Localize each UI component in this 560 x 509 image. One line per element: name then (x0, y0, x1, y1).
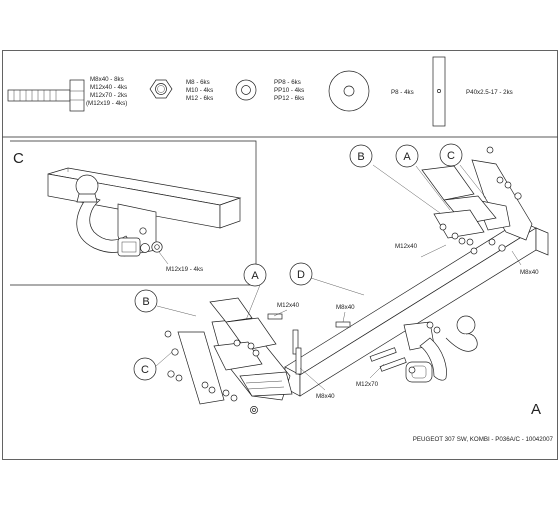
bolt-spec-2: M12x40 - 4ks (90, 84, 127, 91)
svg-text:C: C (141, 364, 149, 376)
detail-letter: C (13, 150, 24, 167)
detail-bolt-label: M12x19 - 4ks (166, 266, 203, 273)
plate-spec: P40x2.5-17 - 2ks (466, 89, 513, 96)
svg-text:D: D (297, 269, 305, 281)
callout-c-left: C (133, 357, 157, 381)
drawing-frame (2, 50, 558, 460)
plate-icon (432, 56, 446, 127)
bolt-spec-3: M12x70 - 2ks (90, 92, 127, 99)
view-letter: A (531, 401, 541, 418)
large-washer-spec: P8 - 4ks (391, 89, 414, 96)
drawing-caption: PEUGEOT 307 SW, KOMBI - P036A/C - 100420… (413, 436, 554, 443)
nut-spec-1: M8 - 6ks (186, 79, 210, 86)
detail-bolt-leader (158, 251, 169, 265)
callout-d: D (289, 262, 313, 286)
nut-spec-2: M10 - 4ks (186, 87, 213, 94)
main-towbar-drawing (164, 146, 549, 414)
label-m12x40-right: M12x40 (395, 243, 418, 250)
nut-spec-3: M12 - 6ks (186, 95, 213, 102)
svg-text:B: B (142, 296, 149, 308)
washer-spec-2: PP10 - 4ks (274, 87, 304, 94)
callout-c-top: C (439, 143, 463, 167)
svg-text:A: A (251, 270, 259, 282)
label-m8x40-left: M8x40 (316, 393, 335, 400)
callout-b-top: B (349, 144, 373, 168)
label-m8x40-right: M8x40 (520, 269, 539, 276)
large-washer-icon (328, 70, 370, 112)
washer-spec-1: PP8 - 6ks (274, 79, 301, 86)
label-m12x40-left: M12x40 (277, 302, 300, 309)
label-m12x70: M12x70 (356, 381, 379, 388)
svg-text:A: A (403, 151, 411, 163)
label-m8x40-mid: M8x40 (336, 304, 355, 311)
washer-spec-3: PP12 - 6ks (274, 95, 304, 102)
svg-text:C: C (447, 150, 455, 162)
callout-a-top: A (395, 144, 419, 168)
bolt-spec-4: (M12x19 - 4ks) (86, 100, 127, 107)
bolt-icon (7, 79, 85, 112)
callout-a-left: A (243, 263, 267, 287)
detail-towbar-drawing (47, 167, 242, 257)
washer-icon (235, 79, 257, 101)
callout-b-left: B (134, 289, 158, 313)
bolt-spec-1: M8x40 - 8ks (90, 76, 124, 83)
callout-leaders (155, 164, 522, 391)
svg-text:B: B (357, 151, 364, 163)
hex-nut-icon (149, 79, 173, 99)
detail-frame (10, 140, 257, 286)
